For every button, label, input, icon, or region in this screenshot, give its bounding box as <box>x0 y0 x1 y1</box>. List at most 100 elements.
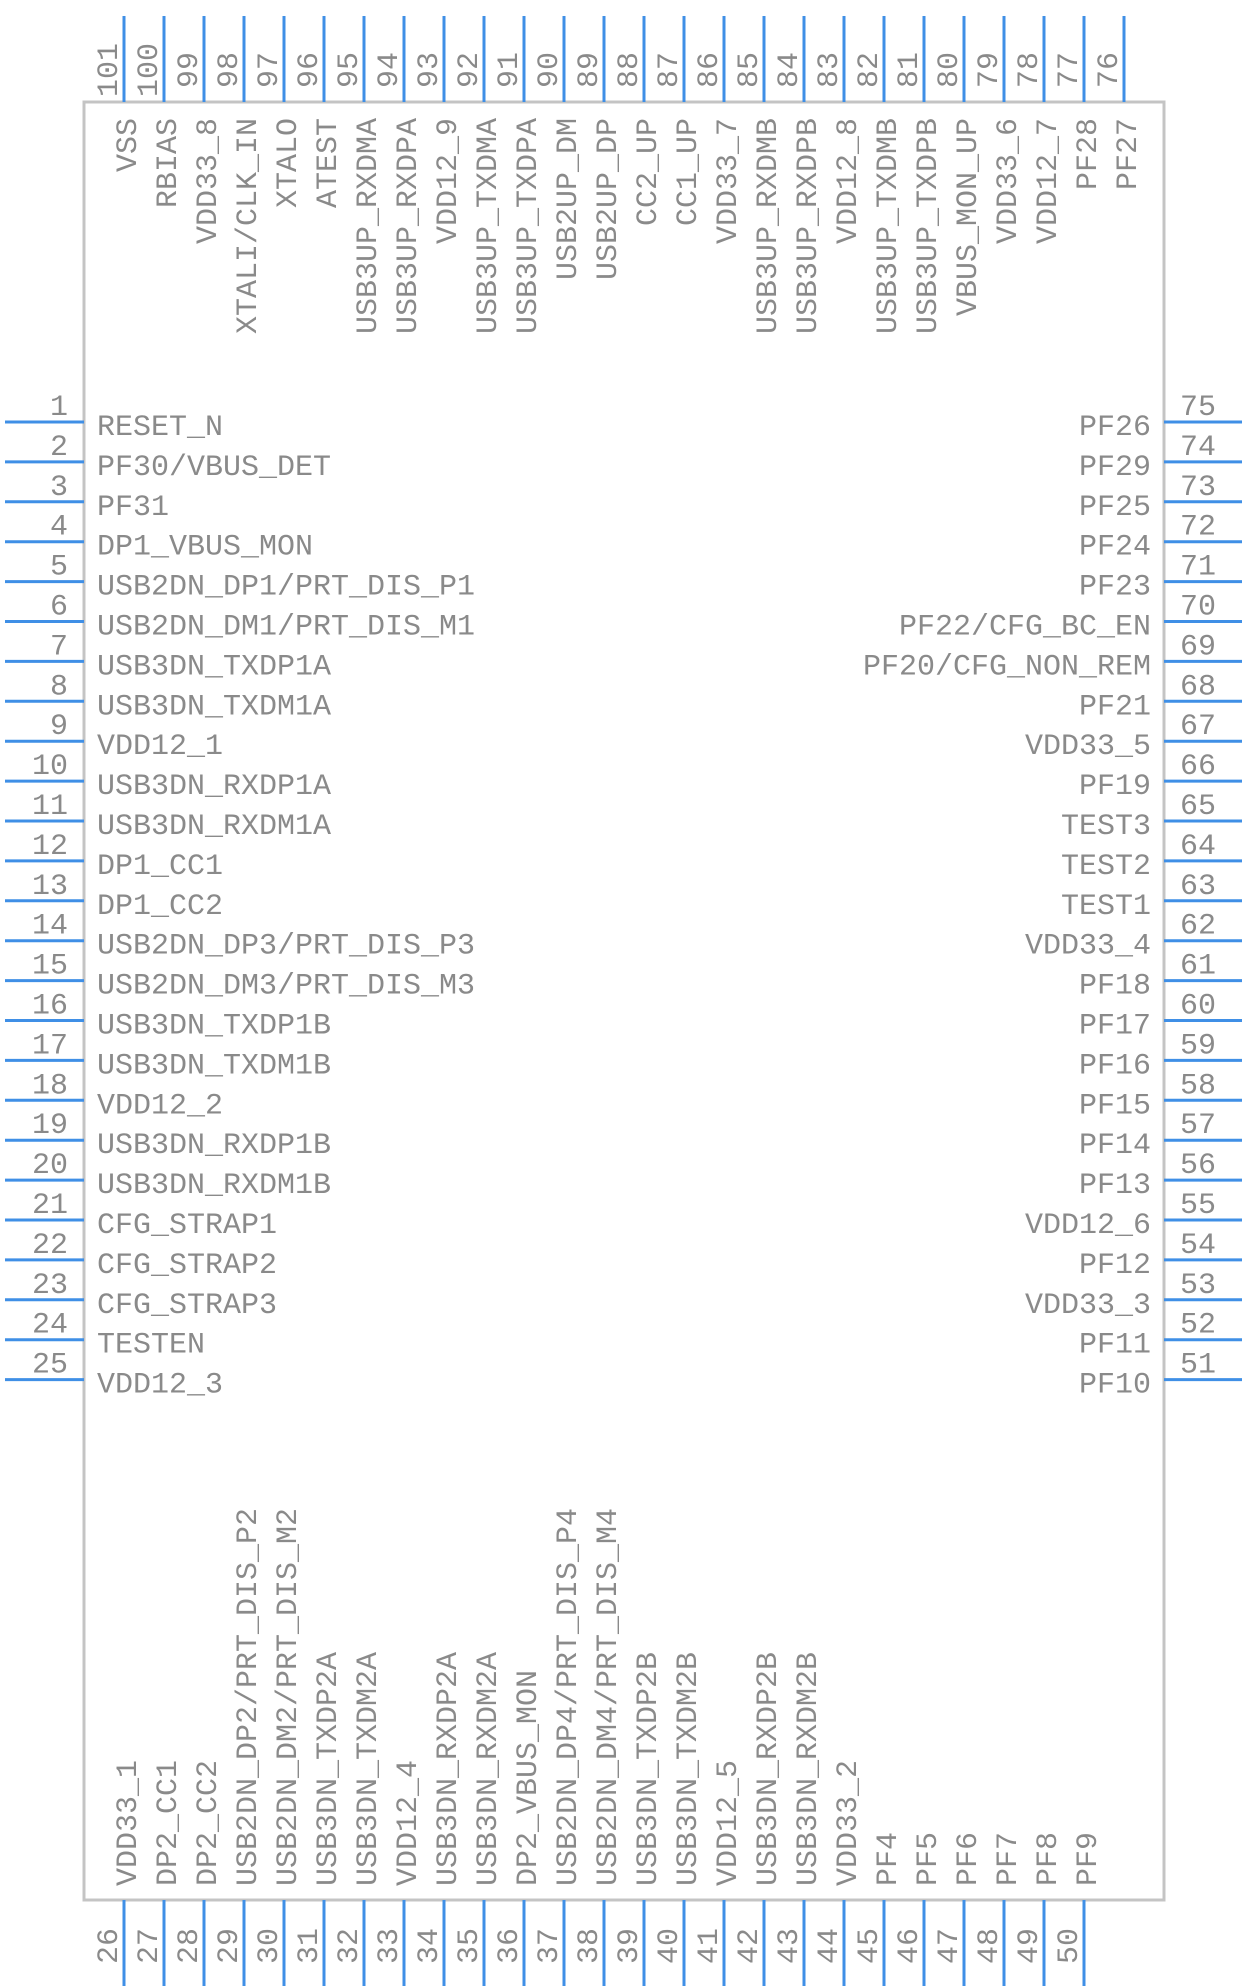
pin-number-66: 66 <box>1180 750 1216 784</box>
pin-name-pf25: PF25 <box>1079 491 1151 525</box>
pin-number-78: 78 <box>1013 52 1047 88</box>
pin-name-usb3dn-rxdm2a: USB3DN_RXDM2A <box>472 1652 506 1886</box>
pin-number-44: 44 <box>813 1928 847 1964</box>
pin-name-xtalo: XTALO <box>272 118 306 208</box>
pin-name-rbias: RBIAS <box>152 118 186 208</box>
pin-name-usb3dn-rxdp1a: USB3DN_RXDP1A <box>97 770 331 804</box>
pin-name-vss: VSS <box>112 118 146 172</box>
pin-name-usb3dn-txdp1b: USB3DN_TXDP1B <box>97 1010 331 1044</box>
pin-number-94: 94 <box>373 52 407 88</box>
pin-name-dp1-vbus-mon: DP1_VBUS_MON <box>97 531 313 565</box>
pin-number-30: 30 <box>253 1928 287 1964</box>
pin-number-80: 80 <box>933 52 967 88</box>
pin-name-pf15: PF15 <box>1079 1089 1151 1123</box>
pin-number-70: 70 <box>1180 591 1216 625</box>
pin-name-pf26: PF26 <box>1079 411 1151 445</box>
pin-name-usb3dn-rxdm1b: USB3DN_RXDM1B <box>97 1169 331 1203</box>
pin-name-vdd12-6: VDD12_6 <box>1025 1209 1151 1243</box>
pins-layer: 1RESET_N2PF30/VBUS_DET3PF314DP1_VBUS_MON… <box>5 16 1242 1986</box>
pin-number-72: 72 <box>1180 511 1216 545</box>
pin-name-pf27: PF27 <box>1112 118 1146 190</box>
pin-number-48: 48 <box>973 1928 1007 1964</box>
pin-name-testen: TESTEN <box>97 1329 205 1363</box>
pin-name-pf30-vbus-det: PF30/VBUS_DET <box>97 451 331 485</box>
pin-name-vdd12-9: VDD12_9 <box>432 118 466 244</box>
pin-name-xtali-clk-in: XTALI/CLK_IN <box>232 118 266 334</box>
pin-number-2: 2 <box>50 431 68 465</box>
pin-name-pf5: PF5 <box>912 1832 946 1886</box>
pin-number-90: 90 <box>533 52 567 88</box>
pin-name-pf13: PF13 <box>1079 1169 1151 1203</box>
pin-number-58: 58 <box>1180 1069 1216 1103</box>
pin-number-76: 76 <box>1093 52 1127 88</box>
pin-name-usb2dn-dp1-prt-dis-p1: USB2DN_DP1/PRT_DIS_P1 <box>97 571 475 605</box>
pin-number-95: 95 <box>333 52 367 88</box>
pin-name-usb3dn-txdp2a: USB3DN_TXDP2A <box>312 1652 346 1886</box>
pin-name-pf14: PF14 <box>1079 1129 1151 1163</box>
pin-number-28: 28 <box>173 1928 207 1964</box>
pin-name-usb3dn-rxdm2b: USB3DN_RXDM2B <box>792 1652 826 1886</box>
pin-name-pf28: PF28 <box>1072 118 1106 190</box>
pin-number-14: 14 <box>32 910 68 944</box>
pin-number-8: 8 <box>50 670 68 704</box>
pin-number-81: 81 <box>893 52 927 88</box>
pin-number-74: 74 <box>1180 431 1216 465</box>
pin-number-92: 92 <box>453 52 487 88</box>
pin-name-vdd33-3: VDD33_3 <box>1025 1289 1151 1323</box>
pin-number-1: 1 <box>50 391 68 425</box>
pin-number-38: 38 <box>573 1928 607 1964</box>
pin-name-pf10: PF10 <box>1079 1369 1151 1403</box>
pin-name-usb3dn-rxdm1a: USB3DN_RXDM1A <box>97 810 331 844</box>
pin-name-pf24: PF24 <box>1079 531 1151 565</box>
pin-name-pf7: PF7 <box>992 1832 1026 1886</box>
pin-number-47: 47 <box>933 1928 967 1964</box>
pin-number-33: 33 <box>373 1928 407 1964</box>
pin-name-usb3dn-rxdp1b: USB3DN_RXDP1B <box>97 1129 331 1163</box>
pin-name-vdd12-3: VDD12_3 <box>97 1369 223 1403</box>
pin-name-vbus-mon-up: VBUS_MON_UP <box>952 118 986 316</box>
pin-name-usb2dn-dm1-prt-dis-m1: USB2DN_DM1/PRT_DIS_M1 <box>97 611 475 645</box>
pin-name-test3: TEST3 <box>1061 810 1151 844</box>
pin-name-vdd12-4: VDD12_4 <box>392 1760 426 1886</box>
pin-name-pf4: PF4 <box>872 1832 906 1886</box>
pin-name-vdd33-8: VDD33_8 <box>192 118 226 244</box>
pin-name-usb3dn-txdp2b: USB3DN_TXDP2B <box>632 1652 666 1886</box>
pin-number-67: 67 <box>1180 710 1216 744</box>
pin-name-usb3dn-rxdp2b: USB3DN_RXDP2B <box>752 1652 786 1886</box>
pin-name-vdd12-7: VDD12_7 <box>1032 118 1066 244</box>
pin-name-usb3dn-txdp1a: USB3DN_TXDP1A <box>97 650 331 684</box>
pin-name-pf6: PF6 <box>952 1832 986 1886</box>
pin-name-usb3up-txdpb: USB3UP_TXDPB <box>912 118 946 334</box>
pin-name-reset-n: RESET_N <box>97 411 223 445</box>
pin-number-93: 93 <box>413 52 447 88</box>
pin-name-usb2dn-dm4-prt-dis-m4: USB2DN_DM4/PRT_DIS_M4 <box>592 1508 626 1886</box>
pin-number-26: 26 <box>93 1928 127 1964</box>
pin-number-24: 24 <box>32 1309 68 1343</box>
pin-number-53: 53 <box>1180 1269 1216 1303</box>
pin-number-60: 60 <box>1180 990 1216 1024</box>
pin-number-68: 68 <box>1180 670 1216 704</box>
pin-number-69: 69 <box>1180 630 1216 664</box>
pin-number-51: 51 <box>1180 1349 1216 1383</box>
pin-number-64: 64 <box>1180 830 1216 864</box>
pin-name-usb3dn-rxdp2a: USB3DN_RXDP2A <box>432 1652 466 1886</box>
pin-name-usb3up-txdmb: USB3UP_TXDMB <box>872 118 906 334</box>
pin-name-usb2up-dp: USB2UP_DP <box>592 118 626 280</box>
pin-number-45: 45 <box>853 1928 887 1964</box>
pin-number-88: 88 <box>613 52 647 88</box>
pin-name-pf22-cfg-bc-en: PF22/CFG_BC_EN <box>899 611 1151 645</box>
pin-number-29: 29 <box>213 1928 247 1964</box>
pin-number-13: 13 <box>32 870 68 904</box>
pin-number-9: 9 <box>50 710 68 744</box>
ic-body <box>82 100 1166 1902</box>
pin-number-55: 55 <box>1180 1189 1216 1223</box>
pin-number-83: 83 <box>813 52 847 88</box>
pin-number-98: 98 <box>213 52 247 88</box>
pin-name-usb3up-rxdpb: USB3UP_RXDPB <box>792 118 826 334</box>
pin-name-usb3up-txdpa: USB3UP_TXDPA <box>512 118 546 334</box>
pin-number-43: 43 <box>773 1928 807 1964</box>
pin-number-96: 96 <box>293 52 327 88</box>
pin-name-vdd33-5: VDD33_5 <box>1025 730 1151 764</box>
pin-name-dp2-cc1: DP2_CC1 <box>152 1760 186 1886</box>
pin-name-usb3up-rxdmb: USB3UP_RXDMB <box>752 118 786 334</box>
